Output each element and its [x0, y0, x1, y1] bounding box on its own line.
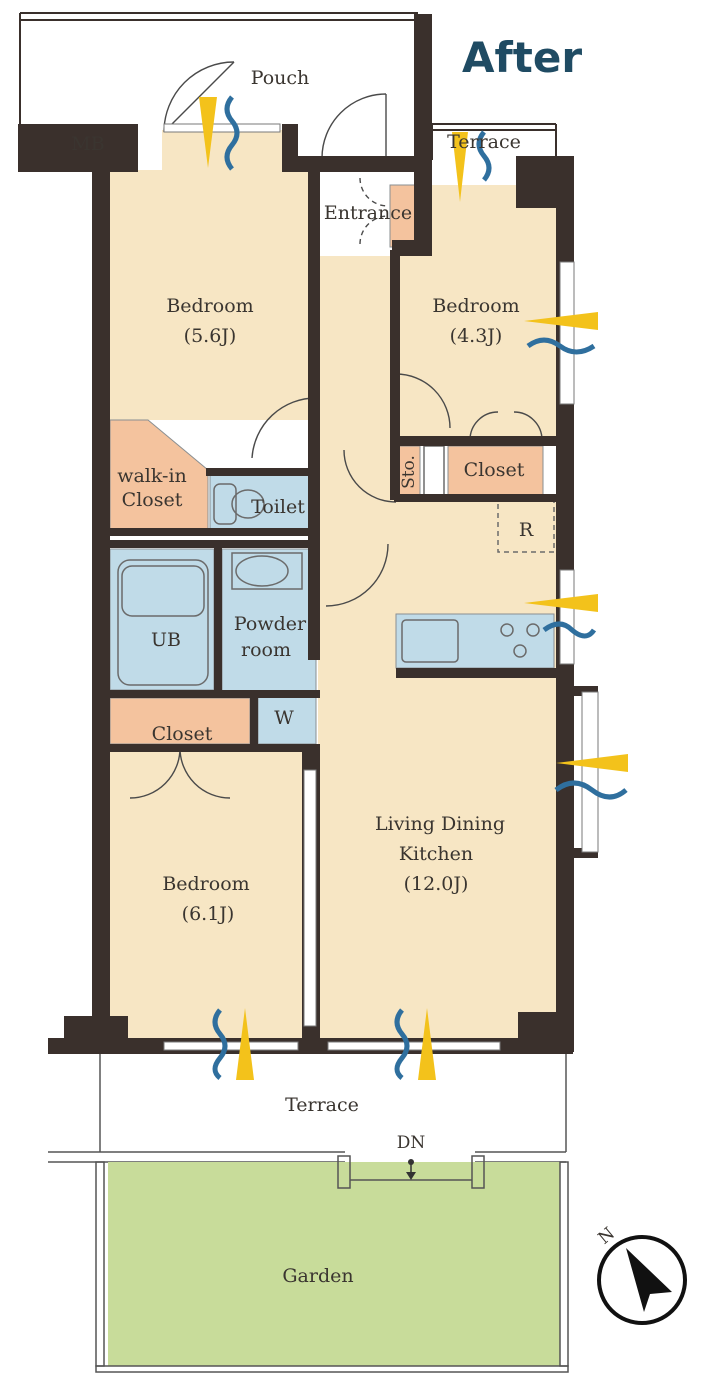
plan-title: After: [462, 33, 582, 82]
garden-label: Garden: [282, 1265, 353, 1287]
walkin-closet-label-1: walk-in: [117, 465, 187, 487]
walkin-closet-label-2: Closet: [122, 489, 183, 511]
terrace-top-label: Terrace: [447, 131, 521, 153]
compass-icon: [597, 1235, 687, 1325]
walls: [18, 14, 598, 1054]
bedroom-b-label: Bedroom: [432, 295, 519, 317]
dn-label: DN: [397, 1133, 426, 1153]
ldk-size: (12.0J): [404, 873, 469, 895]
pouch-area: [19, 12, 418, 125]
room-floors: [108, 130, 556, 1045]
bedroom-a-size: (5.6J): [184, 325, 237, 347]
airflow-arrows: [199, 95, 628, 1080]
dn-step-arrow: [406, 1159, 416, 1180]
fixtures: [117, 445, 555, 686]
bedroom-c-size: (6.1J): [182, 903, 235, 925]
unit-bath-label: UB: [151, 629, 181, 651]
toilet-label: Toilet: [251, 496, 305, 518]
powder-room-label-2: room: [241, 639, 291, 661]
garden-area: [108, 1162, 560, 1366]
bedroom-c-label: Bedroom: [162, 873, 249, 895]
pouch-label: Pouch: [251, 67, 310, 89]
closet-left-label: Closet: [152, 723, 213, 745]
windows: [163, 123, 599, 1051]
storage-label: Sto.: [399, 455, 419, 489]
refrigerator-label: R: [519, 519, 534, 541]
room-labels: Pouch MB Terrace Entrance Bedroom (5.6J)…: [71, 67, 534, 1287]
bedroom-b-size: (4.3J): [450, 325, 503, 347]
terrace-bottom-label: Terrace: [285, 1094, 359, 1116]
powder-room-label-1: Powder: [234, 613, 307, 635]
terrace-top-outline: [431, 123, 557, 160]
closet-top-label: Closet: [464, 459, 525, 481]
closets: [109, 184, 544, 745]
wet-areas: [109, 473, 555, 745]
bedroom-a-label: Bedroom: [166, 295, 253, 317]
door-swings: [129, 61, 543, 799]
ldk-label-1: Living Dining: [375, 813, 505, 835]
washer-label: W: [274, 707, 294, 729]
entrance-label: Entrance: [324, 202, 412, 224]
mb-label: MB: [71, 133, 104, 155]
ldk-label-2: Kitchen: [399, 843, 473, 865]
